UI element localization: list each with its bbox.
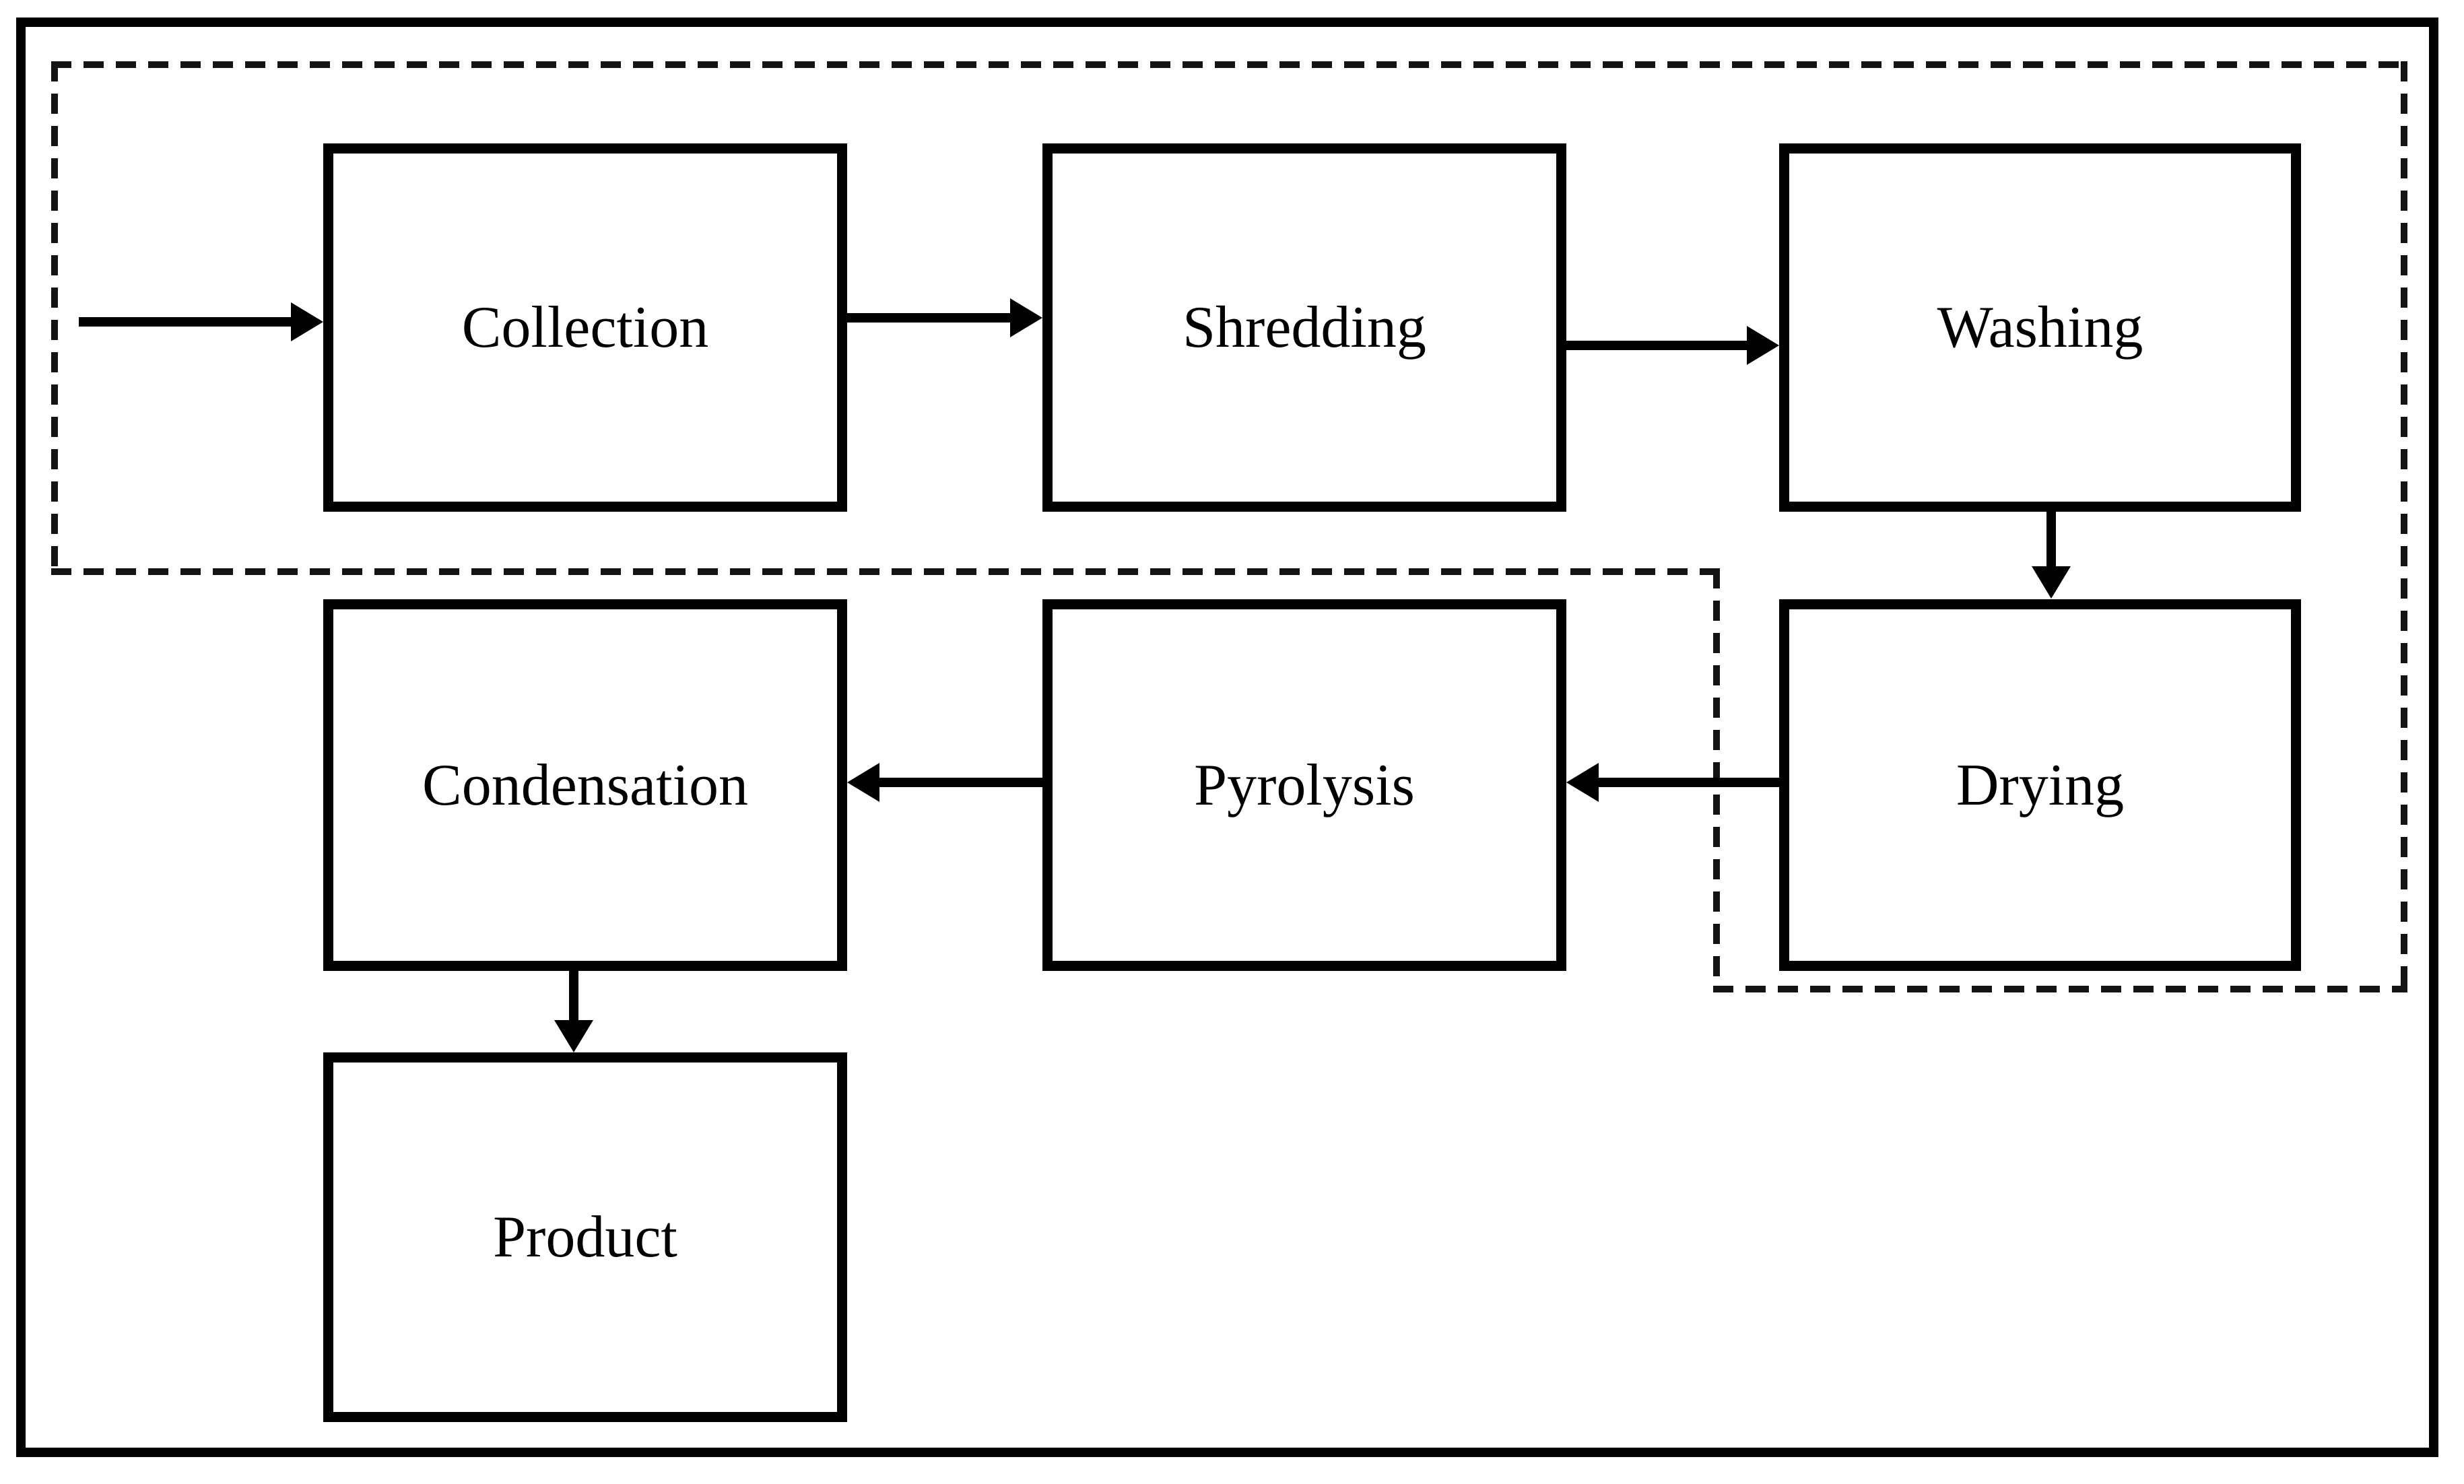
arrowhead-down-icon	[2032, 566, 2071, 599]
node-washing-label: Washing	[1937, 295, 2143, 360]
arrow-shaft	[1566, 341, 1747, 350]
node-shredding-label: Shredding	[1183, 295, 1426, 360]
node-shredding: Shredding	[1042, 143, 1566, 512]
dashed-boundary-left	[51, 61, 58, 575]
arrow-shaft	[879, 778, 1042, 787]
node-collection: Collection	[323, 143, 847, 512]
arrowhead-left-icon	[1566, 763, 1599, 802]
node-product-label: Product	[493, 1205, 677, 1270]
node-drying: Drying	[1779, 599, 2301, 971]
node-collection-label: Collection	[461, 295, 709, 360]
diagram-outer-border	[16, 18, 2438, 1457]
node-condensation-label: Condensation	[422, 752, 748, 818]
arrow-shaft	[1599, 778, 1779, 787]
node-washing: Washing	[1779, 143, 2301, 512]
node-pyrolysis: Pyrolysis	[1042, 599, 1566, 971]
arrow-shaft	[2046, 512, 2056, 566]
node-pyrolysis-label: Pyrolysis	[1194, 752, 1415, 818]
arrow-shaft	[79, 317, 293, 327]
dashed-boundary-top	[51, 61, 2407, 68]
node-drying-label: Drying	[1956, 752, 2125, 818]
arrow-shaft	[847, 313, 1010, 323]
arrowhead-left-icon	[847, 763, 879, 802]
arrowhead-right-icon	[1010, 298, 1042, 337]
arrowhead-down-icon	[554, 1020, 593, 1052]
node-product: Product	[323, 1052, 847, 1422]
dashed-boundary-bottom	[1713, 986, 2407, 992]
arrowhead-right-icon	[291, 302, 323, 341]
dashed-boundary-middle-horizontal	[51, 568, 1720, 575]
dashed-boundary-right	[2401, 61, 2407, 992]
node-condensation: Condensation	[323, 599, 847, 971]
arrow-shaft	[569, 970, 578, 1020]
arrowhead-right-icon	[1747, 326, 1779, 365]
